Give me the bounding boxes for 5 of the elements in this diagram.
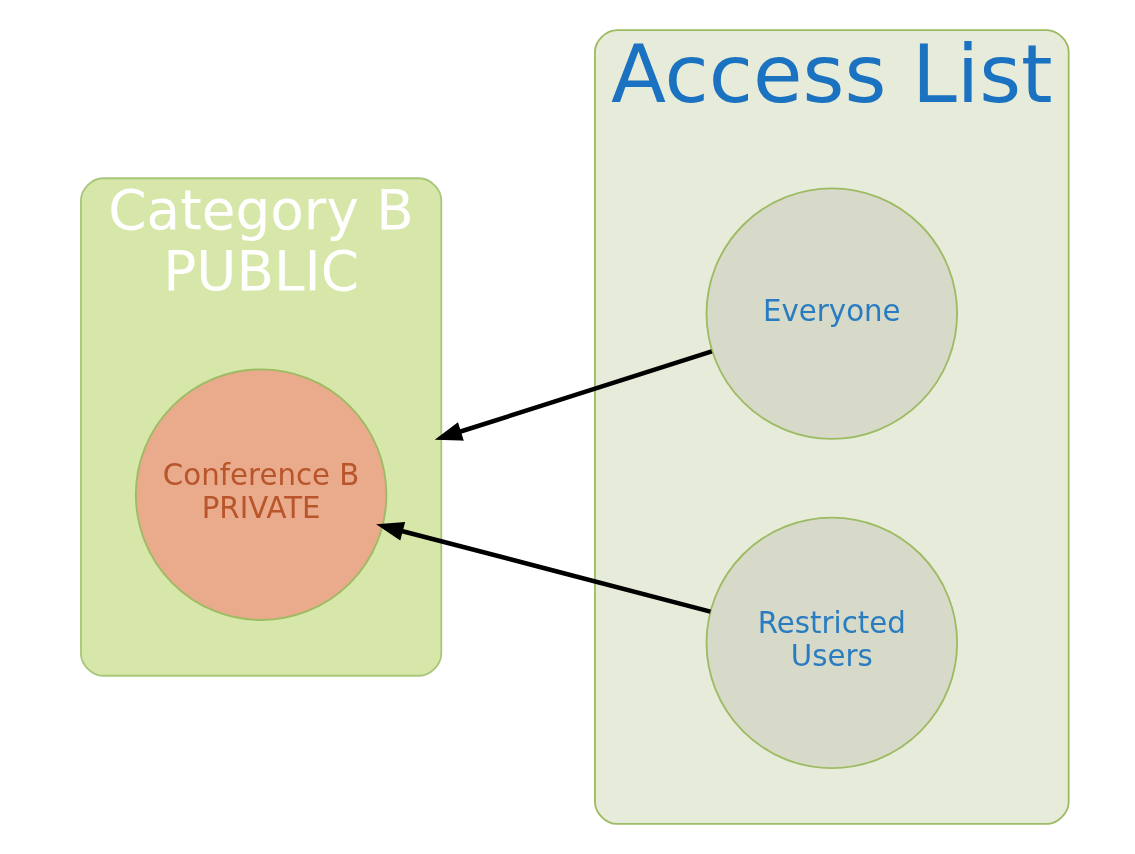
node-circle: Everyone: [705, 187, 959, 440]
node-circle: Conference B PRIVATE: [134, 368, 388, 621]
arrow: [376, 521, 711, 614]
node-circle: Restricted Users: [705, 516, 959, 770]
arrow: [434, 349, 713, 441]
